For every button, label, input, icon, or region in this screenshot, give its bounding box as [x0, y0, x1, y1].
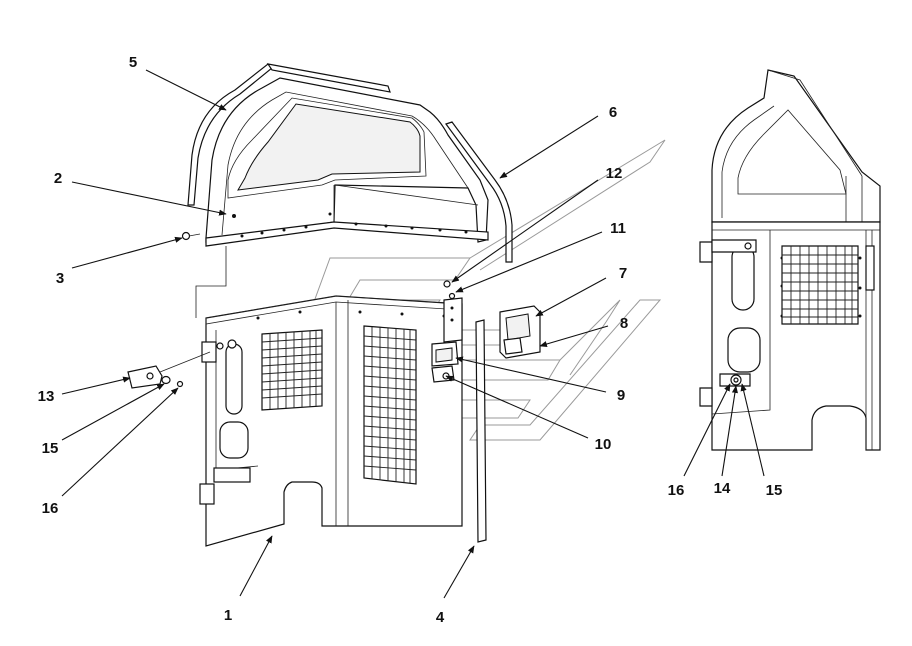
callout-15-left: 15: [42, 440, 59, 457]
callout-11: 11: [610, 220, 626, 237]
mesh-grille-center: [363, 325, 417, 485]
callout-4: 4: [436, 609, 445, 626]
callout-16-right: 16: [668, 482, 685, 499]
callout-6: 6: [609, 104, 617, 121]
washer-part-15: [161, 375, 171, 385]
round-window: [219, 421, 249, 459]
callout-3: 3: [56, 270, 64, 287]
hinge-lower: [199, 483, 215, 505]
callout-7: 7: [619, 265, 627, 282]
washer-part-11: [448, 292, 456, 300]
callout-15-right: 15: [766, 482, 783, 499]
right-long-window: [731, 245, 755, 311]
leader-lines-right: [683, 383, 765, 477]
pin-part-16: [176, 380, 184, 388]
callout-labels: 5 2 3 6 12 11 7 8 9 10 13 15 16 1 4 16 1…: [38, 54, 783, 626]
callout-1: 1: [224, 607, 232, 624]
callout-8: 8: [620, 315, 628, 332]
callout-16-left: 16: [42, 500, 59, 517]
hidden-edge-line: [195, 246, 227, 318]
bracket-plate: [443, 280, 463, 343]
handle-part-7: [499, 305, 541, 359]
mesh-grille-left: [261, 329, 323, 411]
frame-bolt-holes: [232, 212, 468, 238]
vertical-seal-part-4: [475, 319, 487, 543]
hinge-part-13: [127, 365, 163, 389]
latch-part-10: [431, 365, 455, 383]
side-seal-part-6: [445, 121, 513, 263]
leader-lines-left: [61, 69, 609, 599]
right-round-window: [727, 327, 761, 373]
callout-13: 13: [38, 388, 55, 405]
callout-5: 5: [129, 54, 137, 71]
seal-strip-part-5: [187, 63, 391, 206]
callout-2: 2: [54, 170, 62, 187]
bolt-part-3: [181, 231, 201, 241]
rivet-part-12: [443, 280, 451, 288]
latch-part-9: [431, 341, 459, 367]
long-window-slot: [225, 343, 243, 415]
mesh-grille-right: [781, 245, 859, 325]
lower-bracket: [213, 467, 251, 483]
callout-12: 12: [606, 165, 623, 182]
roof-frame-part-2: [205, 77, 489, 247]
callout-9: 9: [617, 387, 625, 404]
callout-14: 14: [714, 480, 731, 497]
rear-wall-panel-part-1: [199, 295, 463, 547]
callout-10: 10: [595, 436, 612, 453]
